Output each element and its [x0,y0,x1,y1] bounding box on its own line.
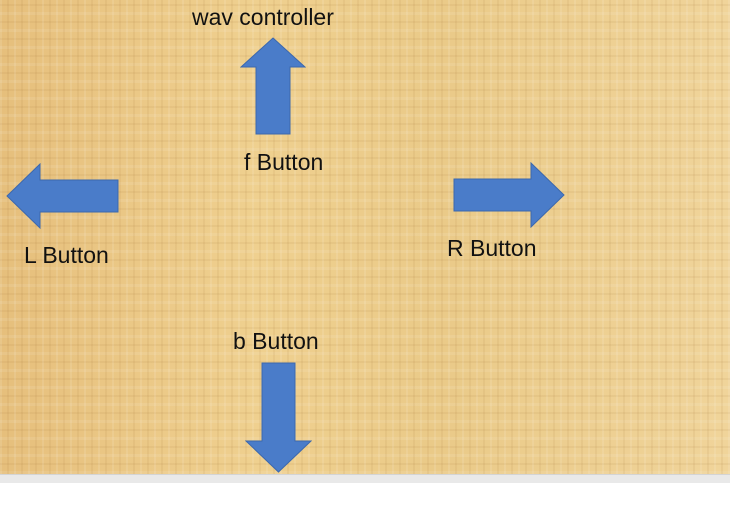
forward-button[interactable] [240,37,306,135]
right-button-label: R Button [447,235,537,261]
arrow-right-icon [453,162,565,228]
window-bottom-edge [0,474,730,483]
page-title: wav controller [192,4,334,30]
back-button[interactable] [245,362,312,473]
arrow-left-icon [6,163,119,229]
controller-panel: wav controller f Button L Button R Butto… [0,0,730,474]
forward-button-label: f Button [244,149,324,175]
right-button[interactable] [453,162,565,228]
arrow-down-icon [245,362,312,473]
left-button[interactable] [6,163,119,229]
back-button-label: b Button [233,328,319,354]
arrow-up-icon [240,37,306,135]
left-button-label: L Button [24,242,109,268]
